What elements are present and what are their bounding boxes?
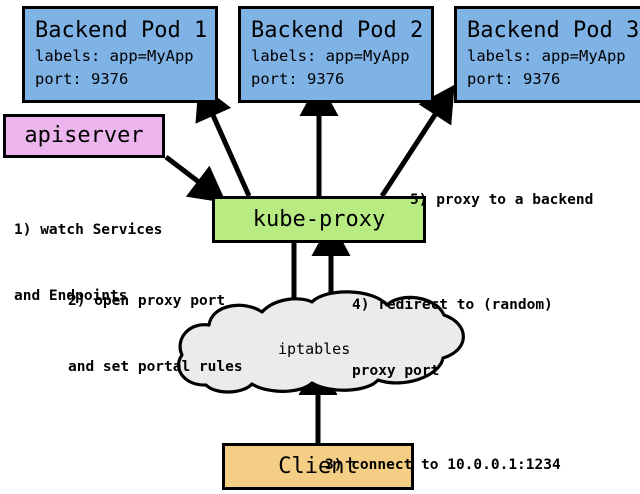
backend-pod-1-box[interactable]: Backend Pod 1 labels: app=MyApp port: 93… bbox=[22, 6, 218, 103]
kube-proxy-label: kube-proxy bbox=[252, 206, 386, 232]
client-label: Client bbox=[278, 453, 358, 479]
iptables-cloud-shape bbox=[176, 290, 465, 394]
client-box[interactable]: Client bbox=[222, 443, 414, 490]
backend-pod-1-title: Backend Pod 1 bbox=[35, 17, 208, 43]
backend-pod-3-port: port: 9376 bbox=[467, 69, 561, 88]
step-5-line-1: 5) proxy to a backend bbox=[410, 192, 594, 208]
step-3-annotation: 3) connect to 10.0.0.1:1234 bbox=[325, 410, 561, 494]
step-4-annotation: 4) redirect to (random) proxy port bbox=[352, 250, 553, 426]
step-5-annotation: 5) proxy to a backend bbox=[410, 145, 593, 255]
kube-proxy-box[interactable]: kube-proxy bbox=[212, 196, 426, 243]
backend-pod-2-title: Backend Pod 2 bbox=[251, 17, 424, 43]
step-1-line-2: and Endpoints bbox=[14, 288, 128, 304]
backend-pod-3-labels: labels: app=MyApp bbox=[467, 46, 626, 65]
step-2-line-1: 2) open proxy port bbox=[68, 293, 226, 309]
backend-pod-3-box[interactable]: Backend Pod 3 labels: app=MyApp port: 93… bbox=[454, 6, 640, 103]
backend-pod-1-port: port: 9376 bbox=[35, 69, 129, 88]
iptables-label: iptables bbox=[278, 340, 351, 358]
backend-pod-2-labels: labels: app=MyApp bbox=[251, 46, 410, 65]
step-4-line-1: 4) redirect to (random) bbox=[352, 297, 553, 313]
step-1-annotation: 1) watch Services and Endpoints bbox=[14, 175, 162, 351]
step-3-line-1: 3) connect to 10.0.0.1:1234 bbox=[325, 457, 561, 473]
apiserver-box[interactable]: apiserver bbox=[3, 114, 165, 158]
backend-pod-2-box[interactable]: Backend Pod 2 labels: app=MyApp port: 93… bbox=[238, 6, 434, 103]
arrow-apiserver-to-kubeproxy bbox=[164, 155, 227, 203]
apiserver-label: apiserver bbox=[24, 123, 144, 148]
arrow-kubeproxy-to-pod3 bbox=[379, 84, 455, 198]
step-1-line-1: 1) watch Services bbox=[14, 222, 163, 238]
step-2-line-2: and set portal rules bbox=[68, 359, 243, 375]
backend-pod-2-port: port: 9376 bbox=[251, 69, 345, 88]
step-2-annotation: 2) open proxy port and set portal rules bbox=[68, 246, 243, 422]
backend-pod-3-title: Backend Pod 3 bbox=[467, 17, 640, 43]
step-4-line-2: proxy port bbox=[352, 363, 440, 379]
backend-pod-1-labels: labels: app=MyApp bbox=[35, 46, 194, 65]
arrow-kubeproxy-to-pod1 bbox=[195, 82, 252, 198]
